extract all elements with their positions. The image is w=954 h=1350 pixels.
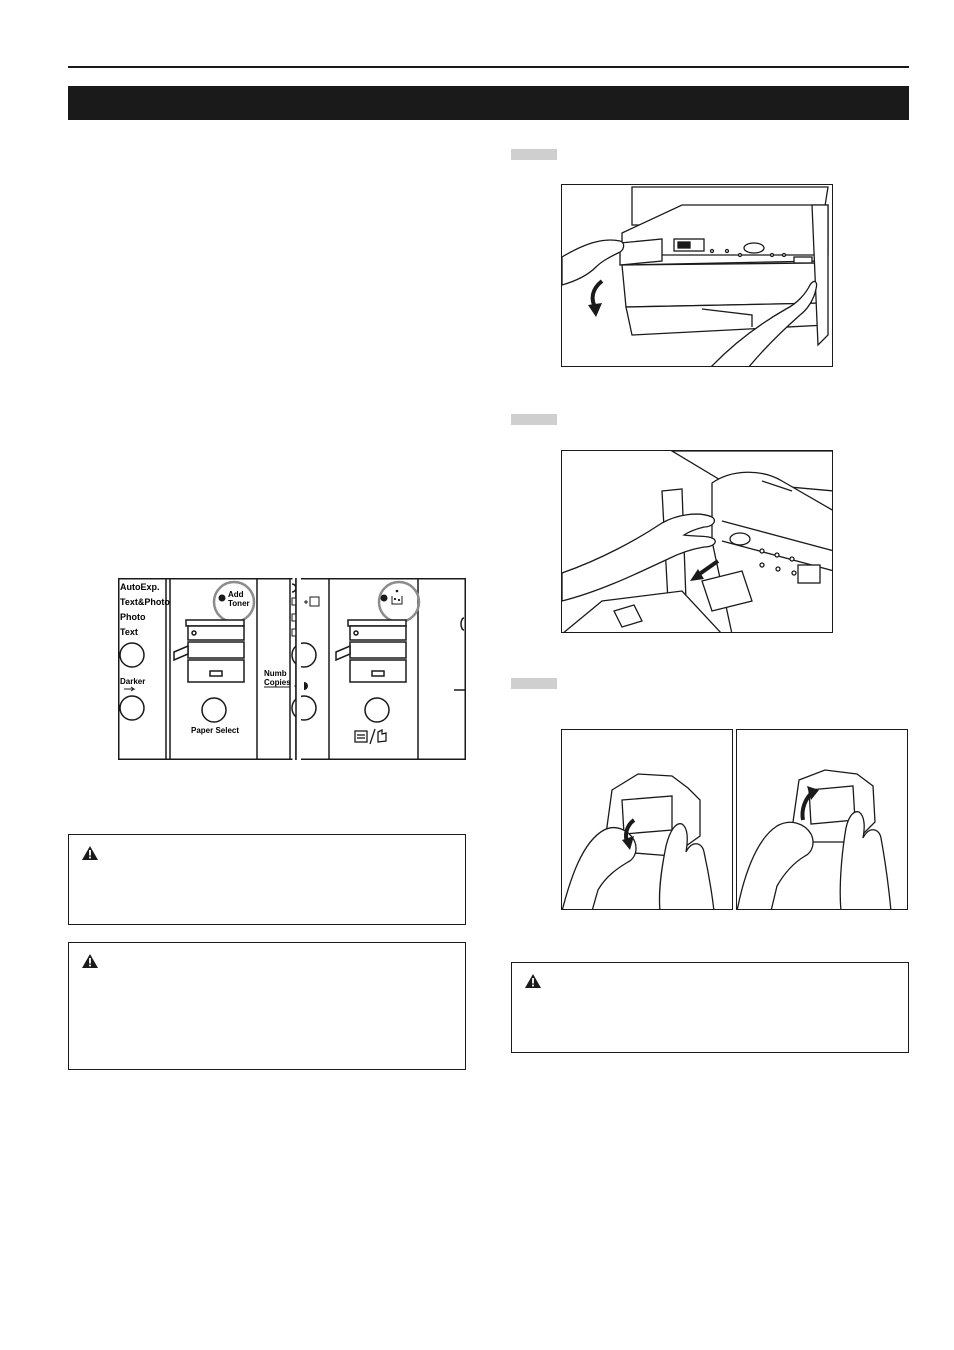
add-toner-label-line1: Add xyxy=(228,590,244,599)
toner-indicator-lamp xyxy=(380,594,388,602)
shake-toner-right-drawing xyxy=(737,769,892,909)
copier-icon-2 xyxy=(335,619,407,683)
control-panel-figure: AutoExp. Text&Photo Photo Text Darker Ad… xyxy=(118,578,466,760)
shake-toner-left-drawing xyxy=(562,773,715,909)
warning-box-2 xyxy=(68,942,466,1070)
mode-button xyxy=(119,642,145,668)
remove-toner-drawing xyxy=(562,451,832,632)
mode-label-photo: Photo xyxy=(120,612,146,622)
copier-icon xyxy=(173,619,245,683)
toner-icon xyxy=(391,589,403,605)
mode-labels: AutoExp. Text&Photo Photo Text xyxy=(120,582,170,637)
add-toner-indicator-lamp xyxy=(218,594,226,602)
density-button xyxy=(119,695,145,721)
paper-hand-icon xyxy=(354,728,387,745)
add-toner-label-line2: Toner xyxy=(228,599,250,608)
warning-triangle-icon xyxy=(82,954,98,968)
control-panel-drawing: AutoExp. Text&Photo Photo Text Darker Ad… xyxy=(118,578,466,760)
warning-box-1 xyxy=(68,834,466,925)
figure-shake-toner-right xyxy=(736,729,908,910)
open-front-cover-drawing xyxy=(562,186,829,366)
copies-label-line2: Copies xyxy=(264,678,291,687)
top-rule xyxy=(68,66,909,68)
mode-label-autoexp: AutoExp. xyxy=(120,582,160,592)
section-title-bar xyxy=(68,86,909,120)
step-tab-2 xyxy=(511,414,557,425)
darker-label: Darker xyxy=(120,677,145,686)
paper-select-label: Paper Select xyxy=(191,726,239,735)
warning-triangle-icon xyxy=(525,974,541,988)
mode-label-text-photo: Text&Photo xyxy=(120,597,170,607)
copies-label-line1: Numb xyxy=(264,669,287,678)
mode-label-text: Text xyxy=(120,627,138,637)
warning-triangle-icon xyxy=(82,846,98,860)
figure-open-front-cover xyxy=(561,184,833,367)
figure-remove-toner xyxy=(561,450,833,633)
step-tab-3 xyxy=(511,678,557,689)
section-title xyxy=(68,94,78,111)
warning-box-3 xyxy=(511,962,909,1053)
paper-select-button-2 xyxy=(364,697,390,723)
figure-shake-toner-left xyxy=(561,729,733,910)
step-tab-1 xyxy=(511,149,557,160)
paper-select-button xyxy=(201,697,227,723)
